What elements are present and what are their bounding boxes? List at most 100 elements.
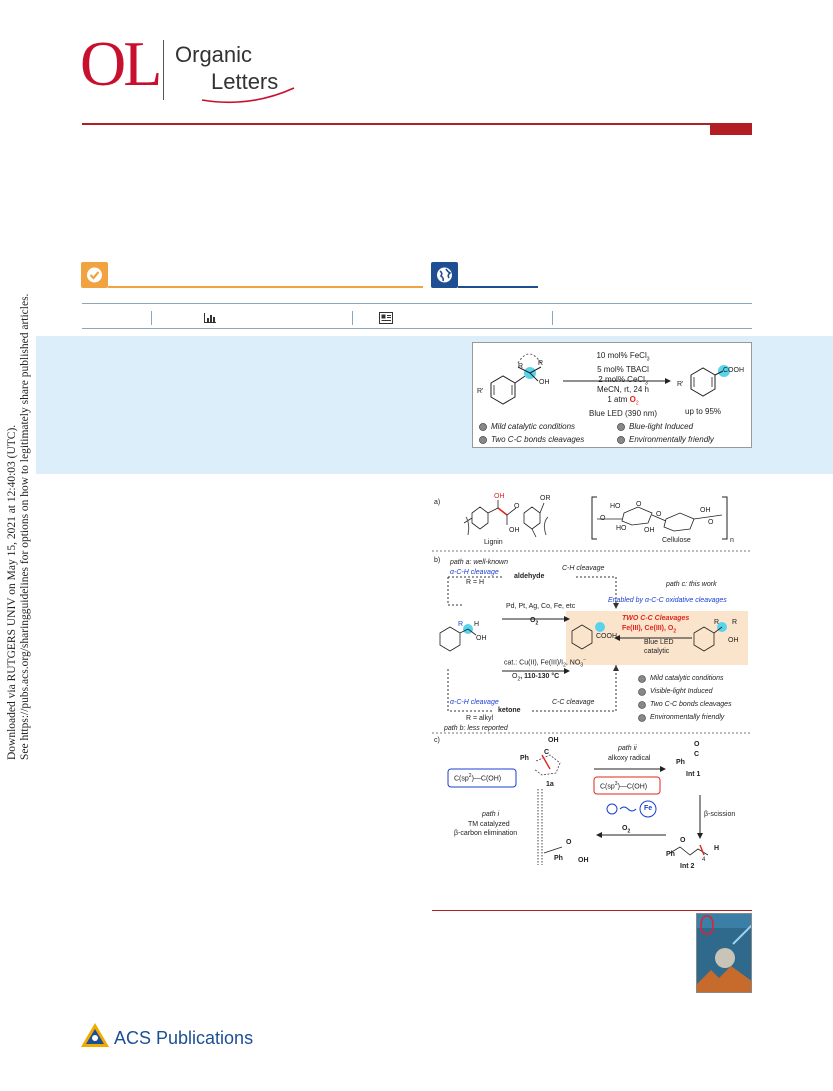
o2-label: O2 (530, 617, 538, 626)
right-oh: OH (728, 637, 739, 644)
substrate-r: R (518, 363, 524, 370)
acid-oh: OH (578, 857, 589, 864)
lignin-oh: OH (494, 493, 505, 500)
acs-publications-label: ACS Publications (114, 1028, 254, 1048)
csp3-sup: 3 (614, 781, 618, 787)
lignin-label: Lignin (484, 539, 503, 546)
two-cc-label: TWO C-C Cleavages (622, 615, 690, 622)
cellulose-ho: HO (616, 525, 627, 532)
path-i-label: path i (482, 811, 500, 818)
o2-c-label: O2 (622, 825, 630, 834)
cat-cond-sup: − (583, 657, 586, 663)
metrics-rule-top (82, 303, 752, 304)
metrics-separator (352, 311, 353, 325)
o2-temp-o: O (512, 673, 518, 680)
cat-cond-tail: , NO (565, 659, 581, 667)
journal-logo-line1: Organic (175, 42, 253, 67)
column-rule (432, 910, 752, 911)
path-b-label: path b: less reported (444, 725, 508, 732)
aldehyde-label: aldehyde (514, 573, 545, 580)
acid-o: O (566, 839, 572, 846)
int2-label: Int 2 (680, 863, 695, 870)
reagent-cecl3: 2 mol% CeCl (598, 374, 645, 384)
panel-c-label: c) (434, 737, 440, 744)
cc-cleavage-label: C-C cleavage (552, 699, 595, 706)
checkmark-badge[interactable] (81, 262, 108, 288)
feature-b-item: Visible-light Induced (650, 688, 713, 695)
cellulose-label: Cellulose (662, 537, 691, 544)
blue-led-label: Blue LED (644, 639, 674, 646)
int2-h: H (714, 845, 720, 852)
int2-ph: Ph (666, 851, 675, 858)
sharing-notice: See https://pubs.acs.org/sharingguidelin… (19, 293, 31, 760)
o2-temp-value: , 110-130 °C (520, 673, 560, 680)
cellulose-oh: OH (700, 507, 711, 514)
int2-4: 4 (702, 857, 706, 863)
feature-item: Two C-C bonds cleavages (491, 435, 585, 444)
path-a-label: path a: well-known (450, 559, 508, 566)
feature-b-item: Two C-C bonds cleavages (650, 701, 732, 708)
badge-underline (108, 286, 423, 288)
figure-1-graphic (432, 496, 752, 865)
cellulose-o: O (708, 519, 714, 526)
fe-ce-sub: 2 (673, 628, 677, 635)
cellulose-o: O (656, 511, 662, 518)
toc-scheme (479, 353, 730, 444)
acid-ph: Ph (554, 855, 563, 862)
o2-temp: O2, 110-130 °C (512, 673, 559, 682)
journal-cover-image[interactable] (696, 913, 752, 993)
article-icon[interactable] (379, 312, 393, 324)
int1-label: Int 1 (686, 771, 701, 778)
c-carbon: C (544, 749, 550, 756)
cat-conditions: cat.: Cu(II), Fe(III)/I2, NO3− (504, 657, 586, 669)
substrate-rprime: R' (477, 388, 484, 395)
beta-elimination-label: β-carbon elimination (454, 830, 518, 837)
feature-item: Blue-light Induced (629, 422, 694, 431)
bar-chart-icon[interactable] (203, 312, 217, 324)
light-source: Blue LED (390 nm) (588, 408, 658, 418)
globe-icon (437, 267, 452, 283)
right-r: R (714, 619, 720, 626)
journal-logo-line2: Letters (211, 69, 279, 94)
int1-c: C (694, 751, 700, 758)
solvent-conditions: MeCN, rt, 24 h (596, 385, 649, 394)
r-equals-h: R = H (466, 579, 485, 586)
cat-cond-text: cat.: Cu(II), Fe(III)/I (504, 659, 564, 667)
lignin-o: O (514, 503, 520, 510)
reagent-cecl3-sub: 3 (644, 380, 648, 387)
figure-1: a) b) c) OH OR O OH Lignin Cellulose n H… (432, 493, 752, 905)
o2-c-sub: 2 (627, 828, 631, 835)
open-access-badge[interactable] (431, 262, 458, 288)
metrics-rule-bottom (82, 328, 752, 329)
download-notice: Downloaded via RUTGERS UNIV on May 15, 2… (6, 424, 18, 760)
reagent-fecl3: 10 mol% FeCl (596, 351, 647, 360)
product-cooh: COOH (723, 367, 744, 374)
journal-cover-art (697, 914, 751, 992)
header-rule (82, 123, 752, 125)
oxygen-sub: 2 (635, 400, 639, 407)
cooh-label: COOH (596, 633, 617, 640)
left-h: H (474, 621, 480, 628)
compound-1a: 1a (546, 781, 554, 788)
feature-b-item: Mild catalytic conditions (650, 675, 724, 682)
path-ii-label: path ii (618, 745, 637, 752)
reagent-fecl3-sub: 3 (646, 356, 650, 363)
c-ph: Ph (520, 755, 529, 762)
cellulose-n: n (730, 537, 734, 544)
panel-a-label: a) (434, 499, 441, 506)
csp2-label: C(sp2)—C(OH) (454, 773, 501, 782)
tm-catalyzed-label: TM catalyzed (468, 821, 510, 828)
yield-label: up to 95% (685, 407, 722, 416)
cat-cond-sub2: 3 (580, 662, 584, 669)
panel-b-label: b) (434, 557, 441, 564)
metrics-separator (552, 311, 553, 325)
right-r2: R (732, 619, 738, 626)
substrate-r2: R (538, 360, 544, 367)
product-rprime: R' (677, 381, 684, 388)
csp2-tail: )—C(OH) (471, 775, 502, 783)
csp3-tail: )—C(OH) (617, 783, 648, 791)
lignin-oh2: OH (509, 527, 520, 534)
logo-divider (163, 40, 164, 100)
c-oh: OH (548, 737, 559, 744)
int2-o: O (680, 837, 686, 844)
